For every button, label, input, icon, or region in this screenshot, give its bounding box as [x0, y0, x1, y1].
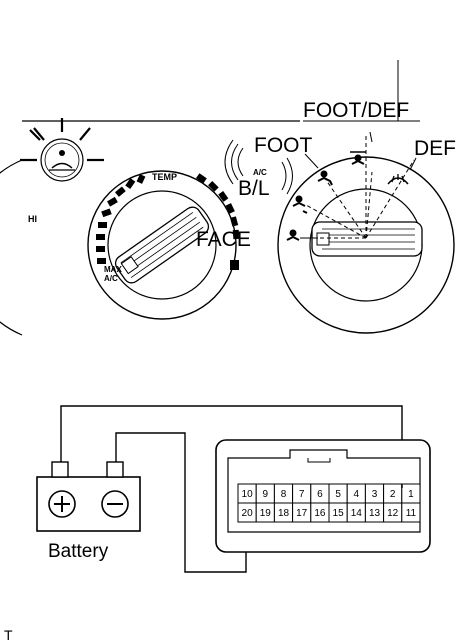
foot-vent-icon [317, 170, 333, 186]
foot-def-icon [350, 151, 366, 165]
connector-pin-16: 16 [314, 508, 326, 519]
bilevel-label: B/L [238, 177, 270, 200]
connector-pin-6: 6 [317, 489, 323, 500]
connector-pin-14: 14 [351, 508, 363, 519]
connector-pin-11: 11 [406, 508, 417, 519]
hi-label: HI [28, 214, 37, 224]
foot-def-label: FOOT/DEF [303, 99, 409, 122]
mode-knob [311, 221, 423, 257]
positive-symbol [48, 490, 76, 518]
battery [36, 461, 141, 532]
defroster-icon [387, 174, 409, 185]
mode-dial [277, 131, 455, 334]
connector-pin-2: 2 [390, 489, 396, 500]
connector-pin-20: 20 [242, 508, 254, 519]
left-dial-edge [0, 159, 23, 336]
temp-dial: TEMP MAX A/C [87, 170, 240, 320]
connector-pin-4: 4 [354, 489, 360, 500]
connector-pin-9: 9 [263, 489, 269, 500]
def-label: DEF [414, 137, 456, 160]
corner-mark: T [4, 627, 13, 643]
temp-scale [96, 173, 240, 270]
foot-label: FOOT [254, 134, 312, 157]
connector-pin-cell [401, 502, 421, 523]
temp-knob [114, 206, 210, 284]
ac-small-label: A/C [253, 168, 267, 177]
connector-pin-1: 1 [408, 489, 414, 500]
negative-lead-wire [115, 432, 247, 573]
negative-terminal [106, 461, 124, 478]
connector-pin-18: 18 [278, 508, 290, 519]
connector-pin-5: 5 [335, 489, 341, 500]
face-vent-icon [286, 229, 300, 241]
connector-pin-13: 13 [369, 508, 381, 519]
connector-pin-10: 10 [242, 489, 254, 500]
positive-terminal [51, 461, 69, 478]
face-label: FACE [196, 228, 251, 251]
connector-pin-17: 17 [296, 508, 308, 519]
recirculation-lamp-icon [20, 118, 104, 182]
bilevel-vent-icon [292, 195, 308, 214]
connector-pin-3: 3 [372, 489, 378, 500]
max-label: MAX [104, 265, 122, 274]
connector-pin-7: 7 [299, 489, 305, 500]
ac-indicator: A/C [224, 139, 293, 195]
negative-symbol [101, 490, 129, 518]
max-ac-label: A/C [104, 274, 118, 283]
connector-pin-15: 15 [333, 508, 345, 519]
connector-pin-12: 12 [387, 508, 399, 519]
temp-label: TEMP [152, 172, 177, 182]
connector-pin-19: 19 [260, 508, 272, 519]
battery-label: Battery [48, 541, 109, 562]
connector-pin-8: 8 [281, 489, 287, 500]
